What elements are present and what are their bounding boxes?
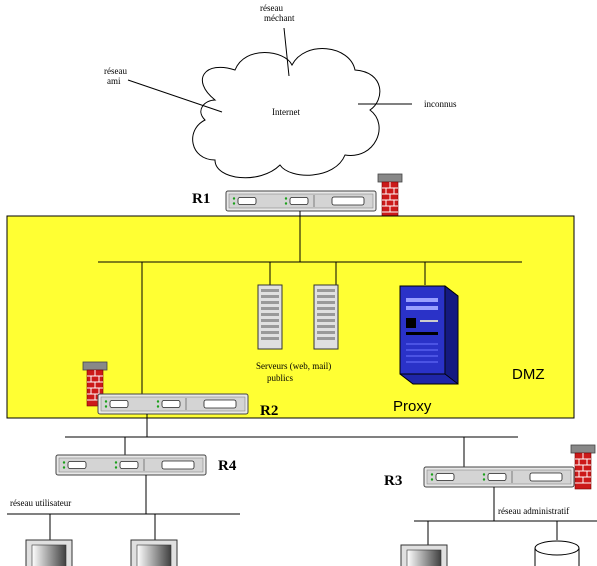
label-reseau-mechant-1: réseau [260,3,283,13]
server-web-icon [258,285,282,349]
server-mail-icon [314,285,338,349]
router-r4-label: R4 [218,458,237,474]
user-network-label: réseau utilisateur [10,498,71,508]
user-pc-2-icon [131,540,177,566]
router-r3-icon [424,467,574,487]
admin-network-label: réseau administratif [498,506,569,516]
servers-label-2: publics [267,373,293,383]
firewall-r1-icon [378,174,402,218]
router-r2-icon [98,394,248,414]
router-r3-label: R3 [384,473,402,489]
firewall-r3-icon [571,445,595,489]
servers-label-1: Serveurs (web, mail) [256,361,331,371]
admin-pc-icon [401,545,447,566]
internet-label: Internet [272,107,300,117]
proxy-label: Proxy [393,398,432,415]
router-r1-label: R1 [192,191,210,207]
label-reseau-ami-2: ami [107,76,121,86]
router-r4-icon [56,455,206,475]
database-icon [535,541,579,566]
label-reseau-mechant-2: méchant [264,13,295,23]
proxy-server-icon [400,286,458,384]
router-r2-label: R2 [260,403,278,419]
user-pc-1-icon [26,540,72,566]
dmz-label: DMZ [512,366,545,383]
router-r1-icon [226,191,376,211]
label-reseau-ami-1: réseau [104,66,127,76]
label-inconnus: inconnus [424,99,457,109]
